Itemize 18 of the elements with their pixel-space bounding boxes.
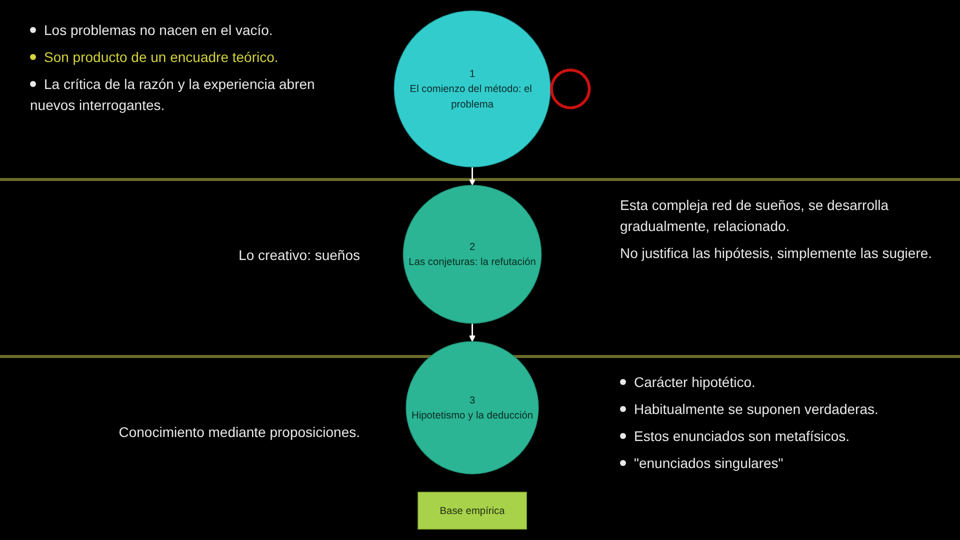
bullet-text: La crítica de la razón y la experiencia abren nuevos interrogantes. [30, 75, 316, 115]
arrow [469, 323, 476, 342]
node-circle [550, 68, 591, 110]
node-circle: 2 Las conjeturas: la refutación [402, 184, 542, 324]
bullet-text: Estos enunciados son metafísicos. [620, 426, 940, 447]
bullet-text: Son producto de un encuadre teórico. [30, 47, 360, 68]
note-text: Lo creativo: sueños [238, 246, 360, 265]
node-box: Base empírica [418, 492, 527, 530]
note-text: Esta compleja red de sueños, se desarrolla gradualmente, relacionado. [620, 196, 890, 236]
bullet-text: Carácter hipotético. [620, 372, 940, 393]
note-text: No justifica las hipótesis, simplemente las sugiere. [620, 244, 934, 263]
bullet-text: Habitualmente se suponen verdaderas. [620, 399, 940, 420]
node-circle: 3 Hipotetismo y la deducción [406, 341, 539, 474]
node-circle: 1 El comienzo del método: el problema [394, 10, 551, 168]
note-text: Conocimiento mediante proposiciones. [118, 423, 360, 442]
arrow [469, 167, 476, 186]
bullet-text: Los problemas no nacen en el vacío. [30, 20, 360, 41]
bullet-text: "enunciados singulares" [620, 453, 940, 474]
